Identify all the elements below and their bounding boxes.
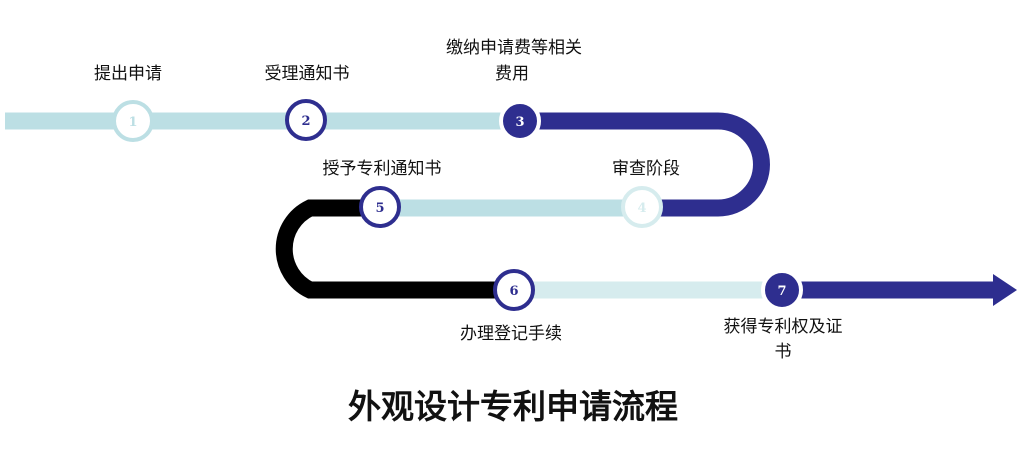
arrow-head bbox=[993, 274, 1017, 306]
step-number-3: 3 bbox=[515, 115, 524, 130]
step-number-7: 7 bbox=[777, 284, 786, 299]
step-node-5: 5 bbox=[359, 186, 401, 228]
step-label-2: 受理通知书 bbox=[265, 64, 350, 84]
step-label-3-line2: 费用 bbox=[495, 64, 529, 84]
step-label-5: 授予专利通知书 bbox=[323, 159, 442, 179]
step-node-4: 4 bbox=[621, 186, 663, 228]
step-label-7-line1: 获得专利权及证 bbox=[724, 317, 843, 337]
step-label-1: 提出申请 bbox=[94, 64, 162, 84]
page-title: 外观设计专利申请流程 bbox=[348, 387, 678, 426]
step-node-7: 7 bbox=[761, 269, 803, 311]
step-node-2: 2 bbox=[285, 99, 327, 141]
step-label-4: 审查阶段 bbox=[612, 159, 680, 179]
track-uturn-right-navy bbox=[520, 112, 770, 217]
step-label-3-line1: 缴纳申请费等相关 bbox=[446, 38, 582, 58]
step-number-2: 2 bbox=[301, 114, 310, 129]
step-node-6: 6 bbox=[493, 269, 535, 311]
step-node-3: 3 bbox=[499, 100, 541, 142]
step-number-1: 1 bbox=[128, 115, 137, 130]
step-number-6: 6 bbox=[509, 284, 518, 299]
step-number-5: 5 bbox=[375, 201, 384, 216]
step-label-7-line2: 书 bbox=[775, 342, 792, 362]
step-label-6: 办理登记手续 bbox=[460, 324, 562, 344]
step-node-1: 1 bbox=[112, 100, 154, 142]
track-uturn-left-black bbox=[275, 199, 514, 299]
step-number-4: 4 bbox=[637, 201, 646, 216]
